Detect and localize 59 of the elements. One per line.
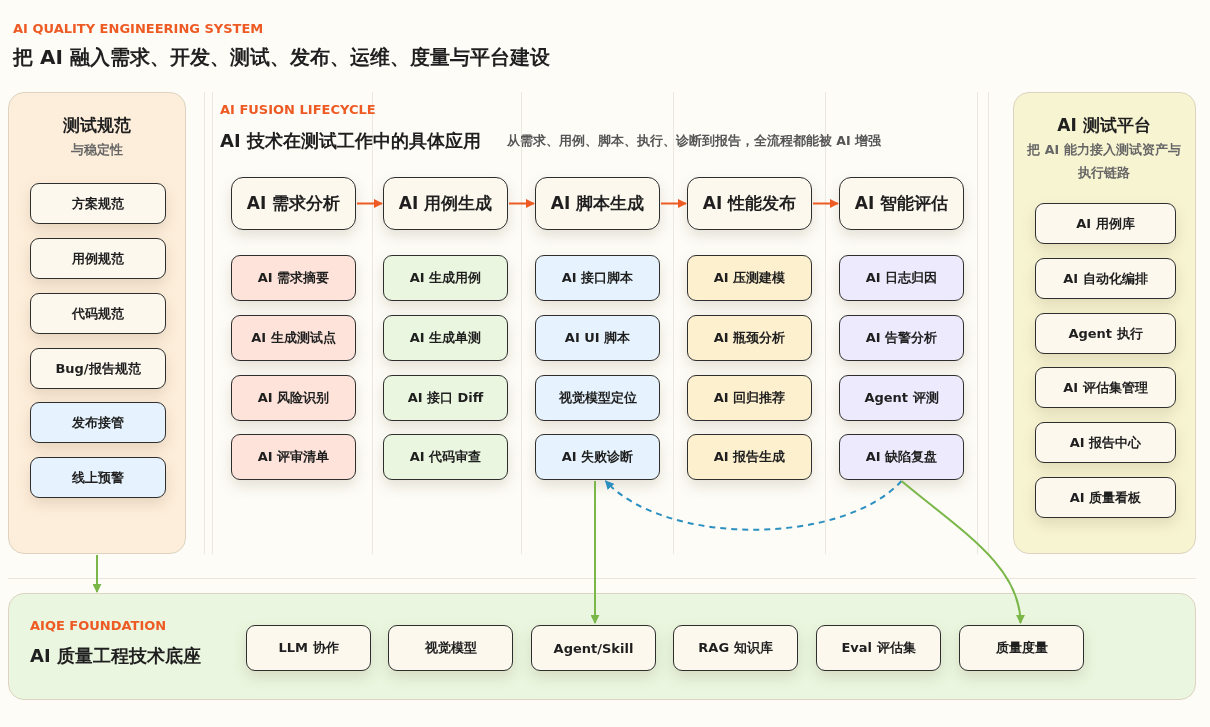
tech-box: 视觉模型 xyxy=(388,625,513,671)
tool-box: AI 自动化编排 xyxy=(1035,258,1176,299)
capability-box: AI 生成单测 xyxy=(383,315,508,361)
arrow xyxy=(92,554,102,593)
arrow xyxy=(356,199,383,208)
capability-box: AI 代码审查 xyxy=(383,434,508,480)
capability-box: AI 缺陷复盘 xyxy=(839,434,964,480)
tool-box: AI 报告中心 xyxy=(1035,422,1176,463)
capability-box: AI 压测建模 xyxy=(687,255,812,301)
panel-heading: 测试规范 xyxy=(61,114,132,137)
capability-box: AI 告警分析 xyxy=(839,315,964,361)
kicker-text: AIQE FOUNDATION xyxy=(30,618,167,633)
tech-box: RAG 知识库 xyxy=(673,625,798,671)
panel-subtitle: 与稳定性 xyxy=(69,141,124,159)
title: 把 AI 融入需求、开发、测试、发布、运维、度量与平台建设 xyxy=(13,44,550,71)
stage-box: AI 用例生成 xyxy=(383,177,508,230)
tech-box: Eval 评估集 xyxy=(816,625,941,671)
arrow xyxy=(812,199,839,208)
capability-box: AI UI 脚本 xyxy=(535,315,660,361)
capability-box: AI 报告生成 xyxy=(687,434,812,480)
stage-box: AI 脚本生成 xyxy=(535,177,660,230)
kicker-text: AI QUALITY ENGINEERING SYSTEM xyxy=(13,21,264,36)
capability-box: AI 失败诊断 xyxy=(535,434,660,480)
arrow xyxy=(590,480,600,624)
tool-box: AI 质量看板 xyxy=(1035,477,1176,518)
tool-box: AI 用例库 xyxy=(1035,203,1176,244)
panel xyxy=(8,92,186,554)
capability-box: AI 评审清单 xyxy=(231,434,356,480)
tool-box: Agent 执行 xyxy=(1035,313,1176,354)
capability-box: AI 接口脚本 xyxy=(535,255,660,301)
capability-box: AI 需求摘要 xyxy=(231,255,356,301)
capability-box: 视觉模型定位 xyxy=(535,375,660,421)
kicker-text: AI FUSION LIFECYCLE xyxy=(220,102,376,117)
capability-box: AI 瓶颈分析 xyxy=(687,315,812,361)
tech-box: LLM 协作 xyxy=(246,625,371,671)
stage-box: AI 智能评估 xyxy=(839,177,964,230)
panel-heading: AI 测试平台 xyxy=(1056,114,1152,137)
panel xyxy=(8,593,1196,700)
arrow xyxy=(900,480,1025,624)
arrow xyxy=(508,199,535,208)
tech-box: Agent/Skill xyxy=(531,625,656,671)
capability-box: AI 回归推荐 xyxy=(687,375,812,421)
capability-box: AI 生成用例 xyxy=(383,255,508,301)
panel xyxy=(1013,92,1196,554)
capability-box: AI 生成测试点 xyxy=(231,315,356,361)
capability-box: AI 日志归因 xyxy=(839,255,964,301)
capability-box: Agent 评测 xyxy=(839,375,964,421)
stage-box: AI 需求分析 xyxy=(231,177,356,230)
panel-heading: AI 质量工程技术底座 xyxy=(30,644,201,668)
section-heading: AI 技术在测试工作中的具体应用 xyxy=(220,129,481,153)
tech-box: 质量度量 xyxy=(959,625,1084,671)
arrow xyxy=(604,480,903,531)
panel-subtitle: 把 AI 能力接入测试资产与执行链路 xyxy=(1026,141,1182,182)
tool-box: AI 评估集管理 xyxy=(1035,367,1176,408)
arrow xyxy=(660,199,687,208)
subtitle: 从需求、用例、脚本、执行、诊断到报告，全流程都能被 AI 增强 xyxy=(507,133,882,150)
capability-box: AI 接口 Diff xyxy=(383,375,508,421)
capability-box: AI 风险识别 xyxy=(231,375,356,421)
stage-box: AI 性能发布 xyxy=(687,177,812,230)
